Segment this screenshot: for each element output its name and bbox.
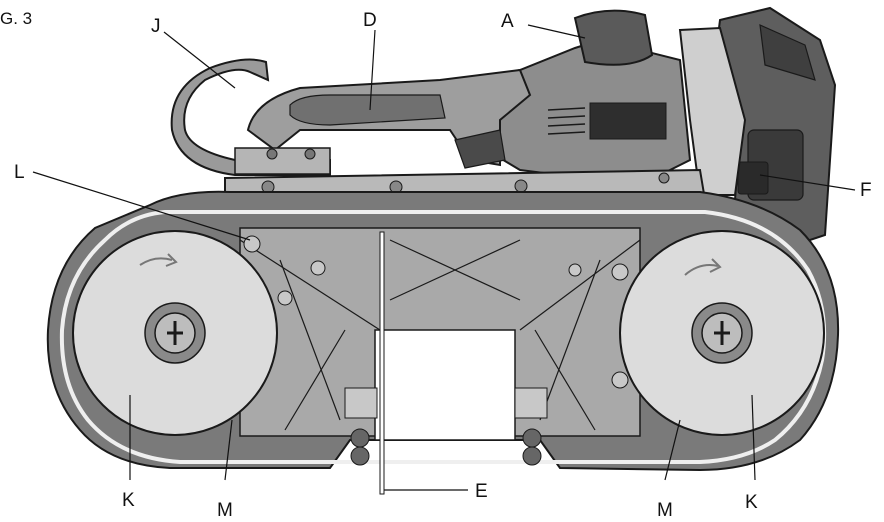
label-k-right: K bbox=[745, 492, 758, 513]
label-l: L bbox=[14, 162, 25, 183]
label-f: F bbox=[860, 180, 872, 201]
hanging-hook bbox=[170, 58, 331, 176]
leader-lines bbox=[32, 24, 856, 491]
label-m-left: M bbox=[217, 500, 233, 521]
saw-blade bbox=[379, 231, 385, 495]
label-k-left: K bbox=[122, 490, 135, 511]
label-a: A bbox=[501, 11, 514, 32]
left-wheel bbox=[72, 230, 278, 436]
label-m-right: M bbox=[657, 500, 673, 521]
label-j: J bbox=[151, 16, 161, 37]
saw-housing bbox=[224, 9, 747, 212]
label-d: D bbox=[363, 10, 377, 31]
label-e: E bbox=[475, 481, 488, 502]
right-wheel bbox=[619, 230, 825, 436]
figure-caption: G. 3 bbox=[0, 9, 32, 28]
battery-pack bbox=[713, 6, 837, 247]
